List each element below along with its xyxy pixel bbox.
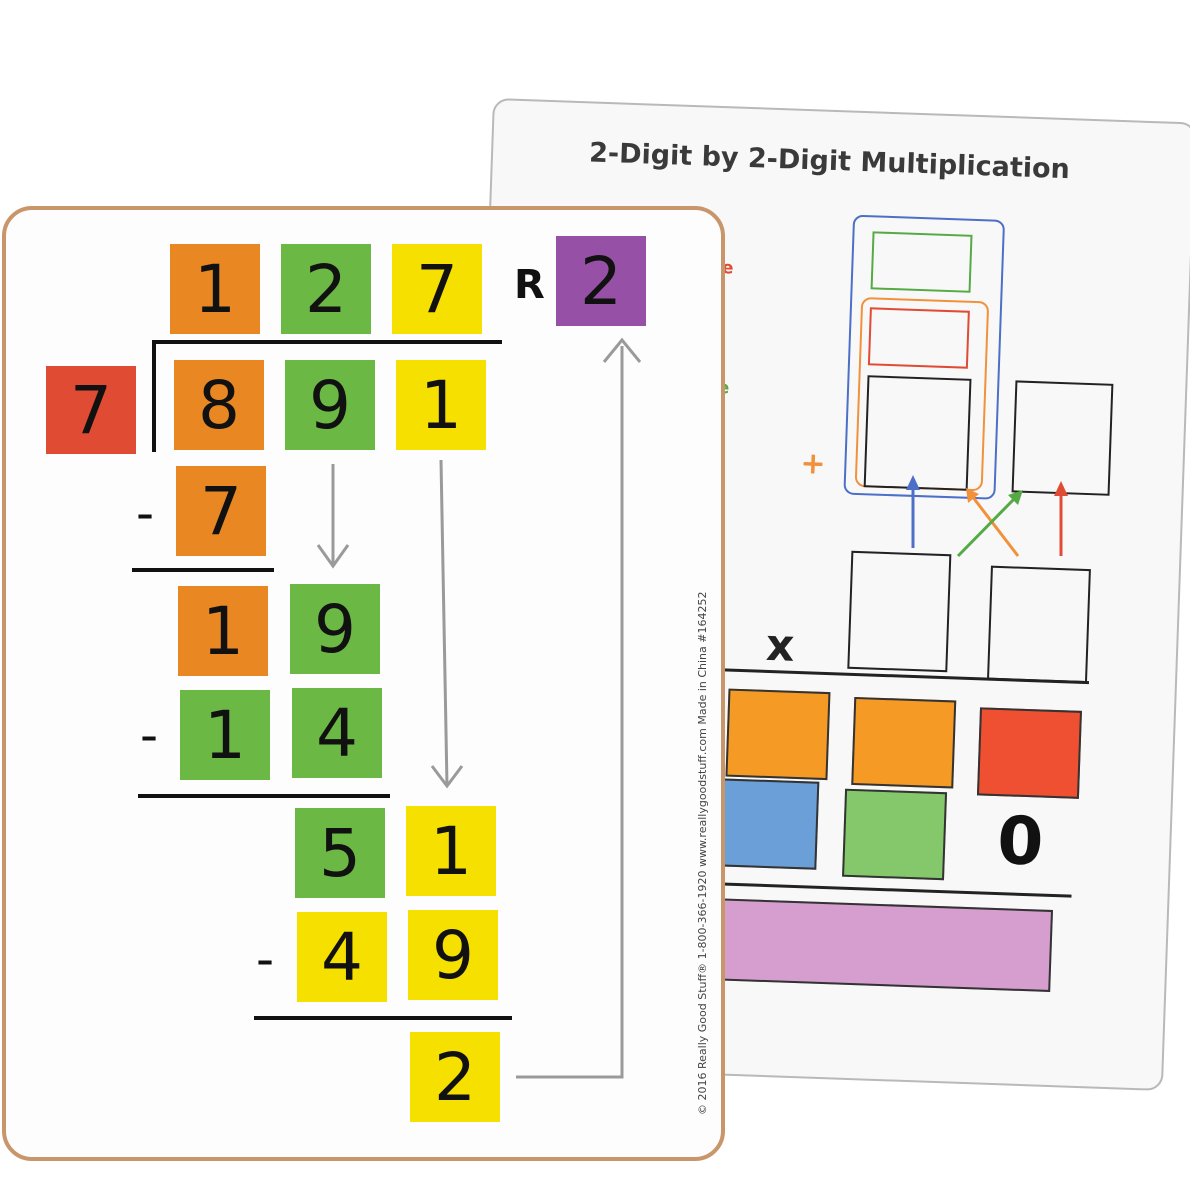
difference-digit-3: 5 — [295, 808, 385, 898]
dividend-digit-1: 8 — [174, 360, 264, 450]
result-line-1 — [132, 568, 274, 572]
difference-digit-4: 1 — [406, 806, 496, 896]
difference-digit-1: 1 — [178, 586, 268, 676]
divisor-tile: 7 — [46, 366, 136, 454]
subtract-tile-2b: 4 — [292, 688, 382, 778]
subtract-tile-3a: 4 — [297, 912, 387, 1002]
final-remainder-tile: 2 — [410, 1032, 500, 1122]
difference-digit-2: 9 — [290, 584, 380, 674]
minus-sign-3: - — [256, 930, 275, 988]
quotient-digit-2: 2 — [281, 244, 371, 334]
remainder-tile: 2 — [556, 236, 646, 326]
quotient-digit-1: 1 — [170, 244, 260, 334]
copyright-text: © 2016 Really Good Stuff® 1-800-366-1920… — [696, 591, 709, 1115]
orange-arrow — [970, 495, 1020, 557]
remainder-arrow — [516, 346, 624, 1079]
result-line-2 — [138, 794, 390, 798]
subtract-tile-2a: 1 — [180, 690, 270, 780]
result-line-3 — [254, 1016, 512, 1020]
dividend-digit-3: 1 — [396, 360, 486, 450]
division-bar — [152, 340, 502, 344]
bring-down-arrow-1 — [439, 459, 449, 787]
remainder-label: R — [514, 262, 545, 308]
minus-sign-2: - — [140, 706, 159, 764]
minus-sign-1: - — [136, 484, 155, 542]
green-arrow — [956, 495, 1018, 558]
dividend-digit-2: 9 — [285, 360, 375, 450]
quotient-digit-3: 7 — [392, 244, 482, 334]
subtract-tile-3b: 9 — [408, 910, 498, 1000]
subtract-tile-1: 7 — [176, 466, 266, 556]
division-bracket — [152, 340, 156, 452]
